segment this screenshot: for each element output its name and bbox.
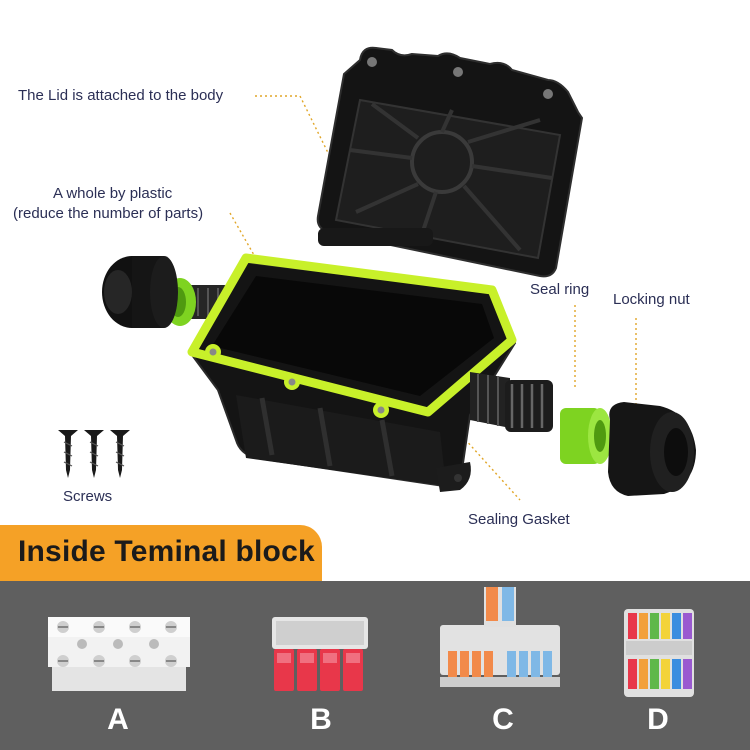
callout-gasket: Sealing Gasket <box>468 511 570 528</box>
leader-gasket <box>424 394 521 501</box>
terminal-block-a <box>48 617 190 691</box>
terminal-block-c <box>440 587 560 687</box>
terminal-blocks-illustration <box>48 587 694 697</box>
callout-plastic-line1: A whole by plastic <box>53 185 173 202</box>
sealing-gasket <box>187 253 517 417</box>
callout-seal-ring: Seal ring <box>530 281 590 298</box>
terminal-block-b <box>272 617 368 691</box>
callout-plastic-line2: (reduce the number of parts) <box>13 205 204 222</box>
block-label-b: B <box>310 703 332 736</box>
hinge <box>318 228 433 246</box>
block-label-d: D <box>647 703 669 736</box>
box-body <box>187 253 517 492</box>
block-label-c: C <box>492 703 514 736</box>
terminal-block-panel: A B C D <box>0 581 750 750</box>
callout-lid: The Lid is attached to the body <box>18 87 224 104</box>
right-cable-gland <box>470 372 696 496</box>
junction-box-illustration <box>58 46 696 501</box>
left-cable-gland <box>102 256 230 328</box>
banner-tab: Inside Teminal block <box>0 525 322 581</box>
banner-title: Inside Teminal block <box>18 535 315 568</box>
lid <box>316 46 584 278</box>
callout-locking-nut: Locking nut <box>613 291 690 308</box>
block-label-a: A <box>107 703 129 736</box>
terminal-block-d <box>624 609 694 697</box>
section-banner: Inside Teminal block <box>0 525 750 581</box>
callout-screws: Screws <box>63 488 113 505</box>
screws-illustration <box>58 430 130 478</box>
